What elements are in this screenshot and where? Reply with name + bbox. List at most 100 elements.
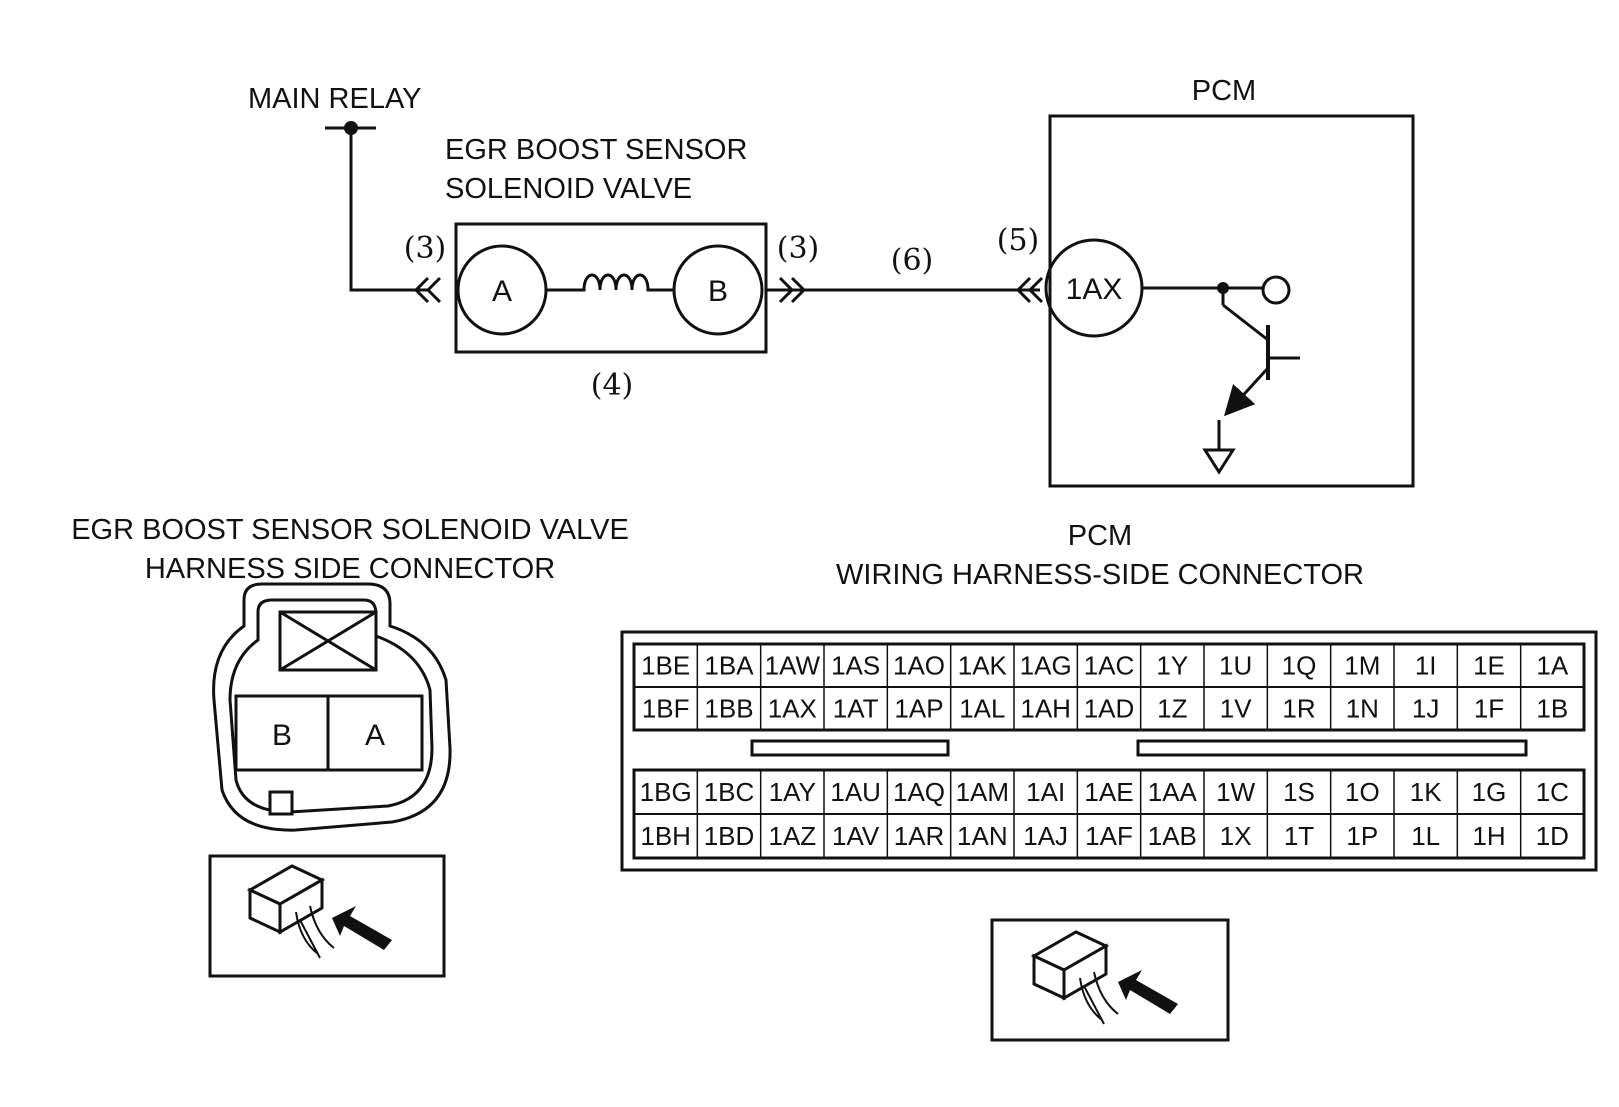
pcm-pin-label: 1AU bbox=[830, 777, 881, 807]
harness-connector-view-icon bbox=[246, 864, 392, 959]
pcm-pin-label: 1O bbox=[1345, 777, 1380, 807]
pcm-pin-label: 1AS bbox=[831, 651, 880, 681]
egr-valve-title-line2: SOLENOID VALVE bbox=[445, 173, 692, 205]
solenoid-coil bbox=[546, 273, 674, 292]
pcm-pin-label: 1R bbox=[1282, 694, 1315, 724]
pcm-pin-label: 1Z bbox=[1157, 694, 1187, 724]
pcm-pin-label: 1AX bbox=[768, 694, 817, 724]
pcm-connector-view-box bbox=[990, 918, 1230, 1042]
egr-connector-view-box bbox=[208, 854, 446, 978]
pcm-pin-label: 1H bbox=[1472, 821, 1505, 851]
callout-6-wire: (6) bbox=[891, 243, 934, 278]
pcm-connector-slot-right bbox=[1136, 739, 1528, 757]
ground-icon bbox=[1202, 448, 1236, 475]
pcm-pin-label: 1W bbox=[1216, 777, 1255, 807]
pcm-pin-label: 1AI bbox=[1026, 777, 1065, 807]
egr-valve-body bbox=[454, 222, 768, 354]
valve-terminal-a-label: A bbox=[492, 275, 512, 308]
pcm-pin-label: 1AE bbox=[1084, 777, 1133, 807]
pcm-pin-label: 1J bbox=[1412, 694, 1439, 724]
pcm-pin-label: 1BF bbox=[642, 694, 690, 724]
pcm-pin-label: 1P bbox=[1346, 821, 1378, 851]
pcm-pin-label: 1AR bbox=[894, 821, 945, 851]
pcm-pin-label: 1E bbox=[1473, 651, 1505, 681]
pcm-pin-label: 1BH bbox=[640, 821, 691, 851]
pcm-pin-label: 1K bbox=[1410, 777, 1442, 807]
pcm-terminal-1ax-label: 1AX bbox=[1066, 273, 1123, 306]
egr-connector-outer-shell bbox=[212, 582, 452, 832]
pcm-pin-label: 1AD bbox=[1084, 694, 1135, 724]
pcm-pin-label: 1AB bbox=[1148, 821, 1197, 851]
pcm-pin-label: 1AY bbox=[769, 777, 816, 807]
main-relay-label: MAIN RELAY bbox=[248, 83, 422, 115]
pcm-pin-label: 1AZ bbox=[768, 821, 816, 851]
pcm-pin-label: 1BD bbox=[704, 821, 755, 851]
pcm-pin-label: 1AT bbox=[833, 694, 879, 724]
pcm-pin-label: 1BE bbox=[641, 651, 690, 681]
pcm-pin-label: 1G bbox=[1472, 777, 1507, 807]
pcm-pin-label: 1AK bbox=[958, 651, 1008, 681]
harness-connector-view-icon bbox=[1030, 930, 1178, 1025]
pcm-pin-label: 1M bbox=[1344, 651, 1380, 681]
egr-connector-key bbox=[268, 790, 294, 816]
pcm-pin-label: 1AO bbox=[893, 651, 945, 681]
connector-chevron-left-1 bbox=[413, 276, 430, 304]
transistor-emitter-arrow bbox=[1223, 366, 1270, 417]
pcm-pin-label: 1A bbox=[1536, 651, 1568, 681]
pcm-title: PCM bbox=[1192, 75, 1256, 107]
pcm-pin-label: 1N bbox=[1346, 694, 1379, 724]
valve-terminal-b-label: B bbox=[708, 275, 728, 308]
egr-connector-pin-a: A bbox=[365, 719, 385, 752]
pcm-pin-label: 1AW bbox=[765, 651, 821, 681]
pcm-pin-label: 1V bbox=[1220, 694, 1252, 724]
pcm-monitor-terminal bbox=[1261, 275, 1291, 305]
pcm-pin-label: 1AF bbox=[1085, 821, 1133, 851]
pcm-connector-title-line2: WIRING HARNESS-SIDE CONNECTOR bbox=[836, 559, 1364, 591]
pcm-chevron-2 bbox=[1027, 276, 1044, 304]
egr-connector-title-line1: EGR BOOST SENSOR SOLENOID VALVE bbox=[71, 514, 629, 546]
pcm-connector-title-line1: PCM bbox=[1068, 520, 1132, 552]
pcm-pin-label: 1AC bbox=[1084, 651, 1135, 681]
egr-connector-inner-shell bbox=[228, 598, 434, 814]
pcm-pin-label: 1L bbox=[1411, 821, 1440, 851]
pcm-pin-label: 1U bbox=[1219, 651, 1252, 681]
egr-valve-title-line1: EGR BOOST SENSOR bbox=[445, 134, 747, 166]
callout-4-coil: (4) bbox=[591, 368, 634, 403]
relay-feed-wire bbox=[349, 128, 427, 292]
pcm-pin-label: 1BA bbox=[704, 651, 754, 681]
connector-chevron-left-2 bbox=[425, 276, 442, 304]
pcm-pin-label: 1D bbox=[1536, 821, 1569, 851]
callout-3-right: (3) bbox=[777, 231, 820, 266]
pcm-pin-label: 1AP bbox=[894, 694, 943, 724]
egr-connector-title-line2: HARNESS SIDE CONNECTOR bbox=[145, 553, 555, 585]
pcm-pin-label: 1AN bbox=[957, 821, 1008, 851]
pcm-pin-label: 1T bbox=[1284, 821, 1314, 851]
pcm-pin-label: 1I bbox=[1415, 651, 1437, 681]
transistor-collector bbox=[1222, 303, 1269, 342]
pcm-pin-label: 1BG bbox=[640, 777, 692, 807]
pcm-pin-label: 1AL bbox=[959, 694, 1005, 724]
pcm-pin-label: 1AH bbox=[1020, 694, 1071, 724]
pcm-pin-label: 1AJ bbox=[1023, 821, 1068, 851]
pcm-pin-label: 1AQ bbox=[893, 777, 945, 807]
pcm-pin-label: 1F bbox=[1474, 694, 1504, 724]
pcm-pin-label: 1X bbox=[1220, 821, 1252, 851]
callout-5-pcm: (5) bbox=[997, 223, 1040, 258]
pcm-pin-label: 1Q bbox=[1282, 651, 1317, 681]
pcm-connector-slot-left bbox=[750, 739, 950, 757]
callout-3-left: (3) bbox=[404, 231, 447, 266]
pcm-pin-label: 1S bbox=[1283, 777, 1315, 807]
pcm-box bbox=[1048, 114, 1415, 488]
pcm-pin-label: 1C bbox=[1536, 777, 1569, 807]
pcm-pin-label: 1B bbox=[1536, 694, 1568, 724]
pcm-chevron-1 bbox=[1015, 276, 1032, 304]
pcm-connector-outer bbox=[620, 630, 1598, 872]
pcm-pin-label: 1AA bbox=[1148, 777, 1198, 807]
egr-connector-pin-b: B bbox=[272, 719, 292, 752]
lock-tab-cross-2 bbox=[279, 610, 377, 672]
pcm-pin-label: 1BC bbox=[704, 777, 755, 807]
pcm-pin-label: 1AV bbox=[832, 821, 880, 851]
pcm-pin-label: 1Y bbox=[1156, 651, 1188, 681]
